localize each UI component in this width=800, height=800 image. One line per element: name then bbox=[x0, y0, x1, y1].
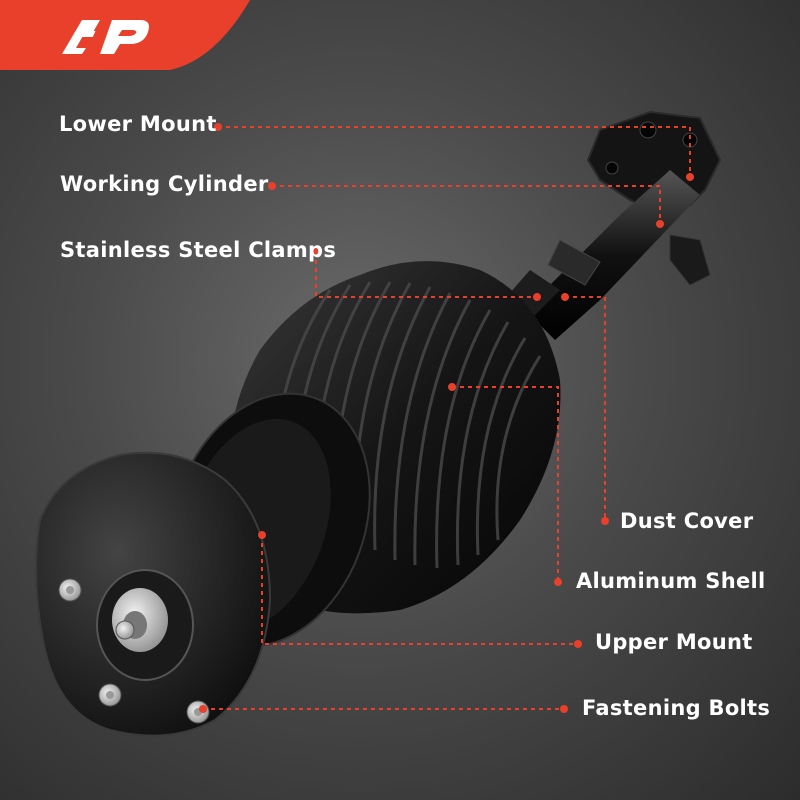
callout-lines bbox=[203, 126, 691, 710]
logo bbox=[0, 0, 250, 70]
bolt-icon bbox=[115, 620, 135, 640]
dust-cover-label: Dust Cover bbox=[620, 509, 754, 533]
callout-dots bbox=[199, 123, 694, 713]
bolt-icon bbox=[186, 700, 210, 724]
bolt-icon bbox=[98, 683, 122, 707]
fastening-bolts-label: Fastening Bolts bbox=[582, 696, 771, 720]
line-aluminum-shell bbox=[452, 386, 559, 582]
line-lower-mount bbox=[218, 126, 691, 175]
fastening-bolts bbox=[58, 578, 210, 724]
aluminum-shell-label: Aluminum Shell bbox=[576, 569, 766, 593]
upper-mount-label: Upper Mount bbox=[595, 630, 753, 654]
line-working-cylinder bbox=[272, 185, 661, 222]
upper-mount bbox=[35, 451, 272, 737]
working-cylinder-label: Working Cylinder bbox=[60, 172, 269, 196]
line-dust-cover bbox=[565, 296, 606, 521]
stainless-steel-clamps-label: Stainless Steel Clamps bbox=[60, 238, 337, 262]
lower-mount-label: Lower Mount bbox=[59, 112, 217, 136]
bolt-icon bbox=[58, 578, 82, 602]
